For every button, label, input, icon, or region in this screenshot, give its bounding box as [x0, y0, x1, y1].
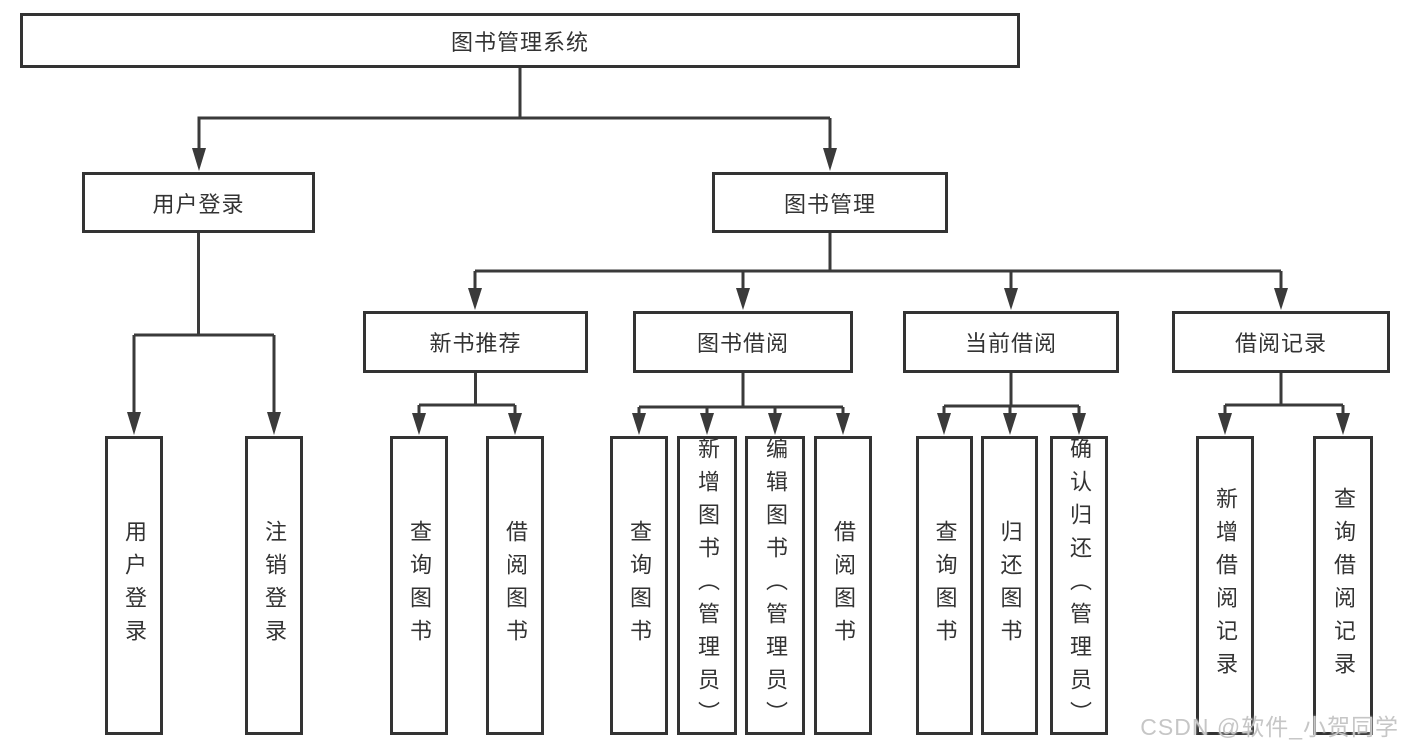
leaf-borrow-books-recommend: 借阅图书	[486, 436, 544, 735]
leaf-query-books-current: 查询图书	[916, 436, 973, 735]
leaf-borrow-books: 借阅图书	[814, 436, 872, 735]
leaf-label: 确认归还（管理员）	[1067, 437, 1092, 734]
leaf-label: 编辑图书（管理员）	[763, 437, 788, 734]
node-borrowing-records: 借阅记录	[1172, 311, 1390, 373]
leaf-label: 注销登录	[262, 519, 287, 652]
leaf-user-login: 用户登录	[105, 436, 163, 735]
node-book-management: 图书管理	[712, 172, 948, 233]
leaf-label: 归还图书	[997, 519, 1023, 652]
leaf-label: 借阅图书	[831, 519, 856, 652]
node-label: 当前借阅	[964, 331, 1057, 356]
node-library-management-system: 图书管理系统	[20, 13, 1020, 68]
node-label: 图书管理系统	[450, 29, 589, 55]
node-label: 借阅记录	[1234, 331, 1327, 356]
leaf-add-borrow-record: 新增借阅记录	[1196, 436, 1254, 735]
csdn-watermark: CSDN @软件_小贺同学	[1140, 714, 1399, 740]
leaf-label: 借阅图书	[503, 519, 528, 652]
node-label: 用户登录	[152, 191, 245, 217]
node-new-book-recommend: 新书推荐	[363, 311, 588, 373]
leaf-label: 查询图书	[407, 519, 432, 652]
node-label: 新书推荐	[429, 331, 522, 356]
leaf-label: 查询借阅记录	[1331, 486, 1356, 685]
leaf-confirm-return-admin: 确认归还（管理员）	[1050, 436, 1108, 735]
leaf-label: 新增图书（管理员）	[695, 437, 720, 734]
leaf-label: 查询图书	[627, 519, 652, 652]
node-current-borrowing: 当前借阅	[903, 311, 1119, 373]
leaf-label: 用户登录	[122, 519, 147, 652]
leaf-query-borrow-record: 查询借阅记录	[1313, 436, 1373, 735]
node-user-login: 用户登录	[82, 172, 315, 233]
leaf-logout-login: 注销登录	[245, 436, 303, 735]
leaf-label: 查询图书	[932, 519, 958, 652]
node-label: 图书借阅	[696, 331, 789, 356]
leaf-label: 新增借阅记录	[1213, 486, 1238, 685]
node-book-borrowing: 图书借阅	[633, 311, 853, 373]
leaf-add-books-admin: 新增图书（管理员）	[677, 436, 737, 735]
leaf-query-books-recommend: 查询图书	[390, 436, 448, 735]
leaf-return-books: 归还图书	[981, 436, 1038, 735]
node-label: 图书管理	[783, 191, 876, 217]
leaf-edit-books-admin: 编辑图书（管理员）	[745, 436, 805, 735]
leaf-query-books-borrowing: 查询图书	[610, 436, 668, 735]
